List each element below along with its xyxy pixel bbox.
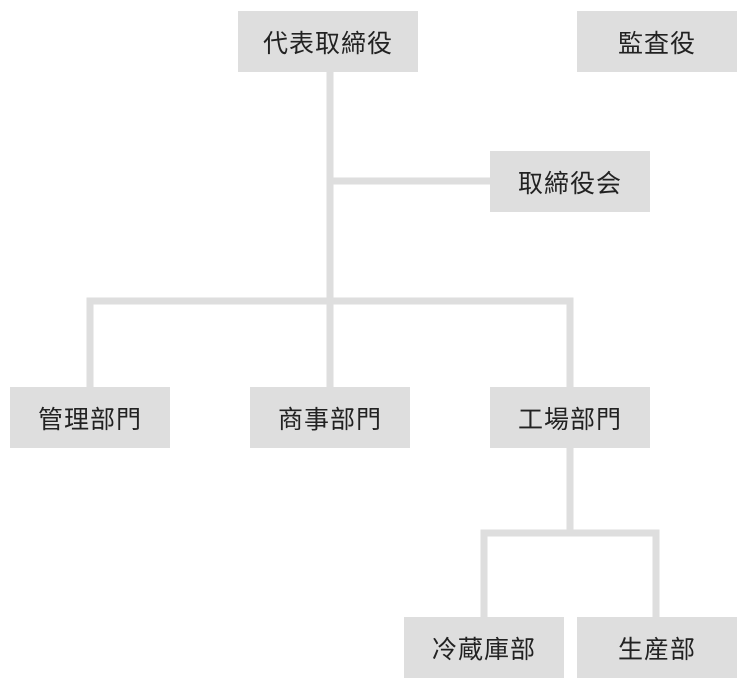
node-trade-dept: 商事部門 bbox=[250, 387, 410, 448]
node-factory-dept: 工場部門 bbox=[490, 387, 650, 448]
node-production: 生産部 bbox=[577, 617, 737, 678]
node-auditor: 監査役 bbox=[577, 11, 737, 72]
node-ceo: 代表取締役 bbox=[238, 11, 418, 72]
node-cold-storage: 冷蔵庫部 bbox=[404, 617, 564, 678]
node-board: 取締役会 bbox=[490, 151, 650, 212]
node-admin-dept: 管理部門 bbox=[10, 387, 170, 448]
